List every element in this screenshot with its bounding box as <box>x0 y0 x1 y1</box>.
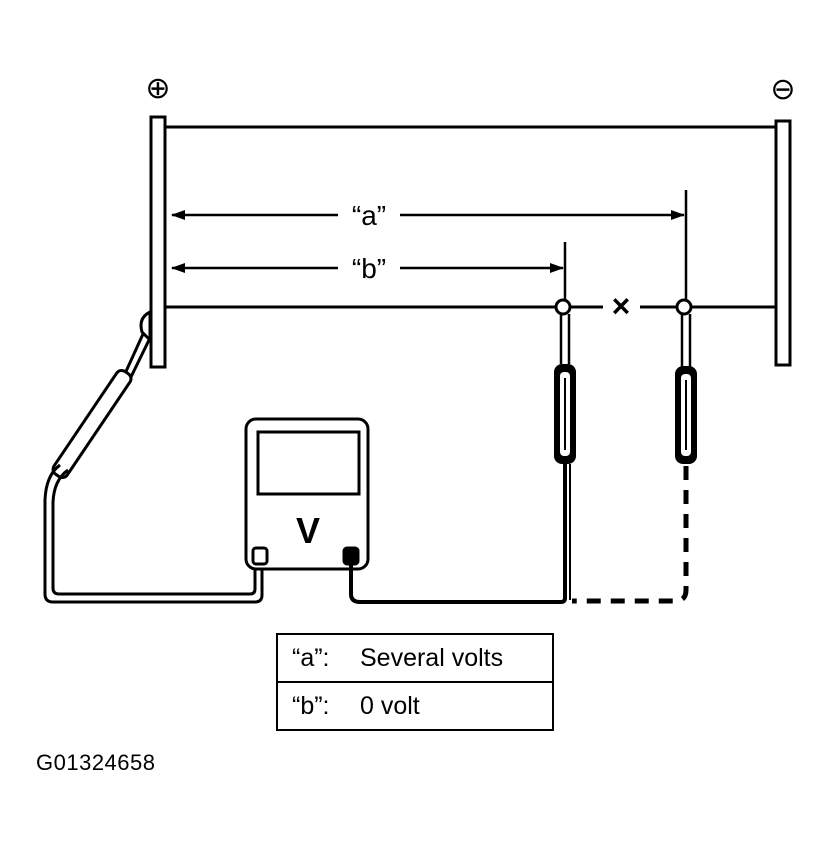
voltmeter: V <box>244 417 370 571</box>
positive-terminal-icon: ⊕ <box>145 72 170 105</box>
meter-jack-right <box>342 546 360 566</box>
test-point-a <box>675 298 693 316</box>
left-probe <box>43 309 264 604</box>
legend-table: “a”: Several volts “b”: 0 volt <box>276 633 554 731</box>
legend-key: “b”: <box>292 691 330 720</box>
meter-jack-left <box>251 546 269 566</box>
negative-terminal-icon: ⊖ <box>770 73 795 106</box>
probe-a <box>572 314 697 604</box>
meter-label: V <box>296 510 320 551</box>
legend-key: “a”: <box>292 643 330 672</box>
legend-value: Several volts <box>360 643 504 672</box>
probe-b <box>349 314 576 604</box>
positive-bus-bar <box>149 115 167 369</box>
test-point-b <box>554 298 572 316</box>
label-a: “a” <box>352 200 386 231</box>
legend-row-a: “a”: Several volts <box>278 635 552 681</box>
figure-id: G01324658 <box>36 750 156 775</box>
meter-display <box>256 430 361 496</box>
label-b: “b” <box>352 253 386 284</box>
open-circuit-mark: × <box>612 288 631 324</box>
legend-row-b: “b”: 0 volt <box>278 681 552 729</box>
negative-bus-bar <box>774 119 792 367</box>
legend-value: 0 volt <box>360 691 420 720</box>
